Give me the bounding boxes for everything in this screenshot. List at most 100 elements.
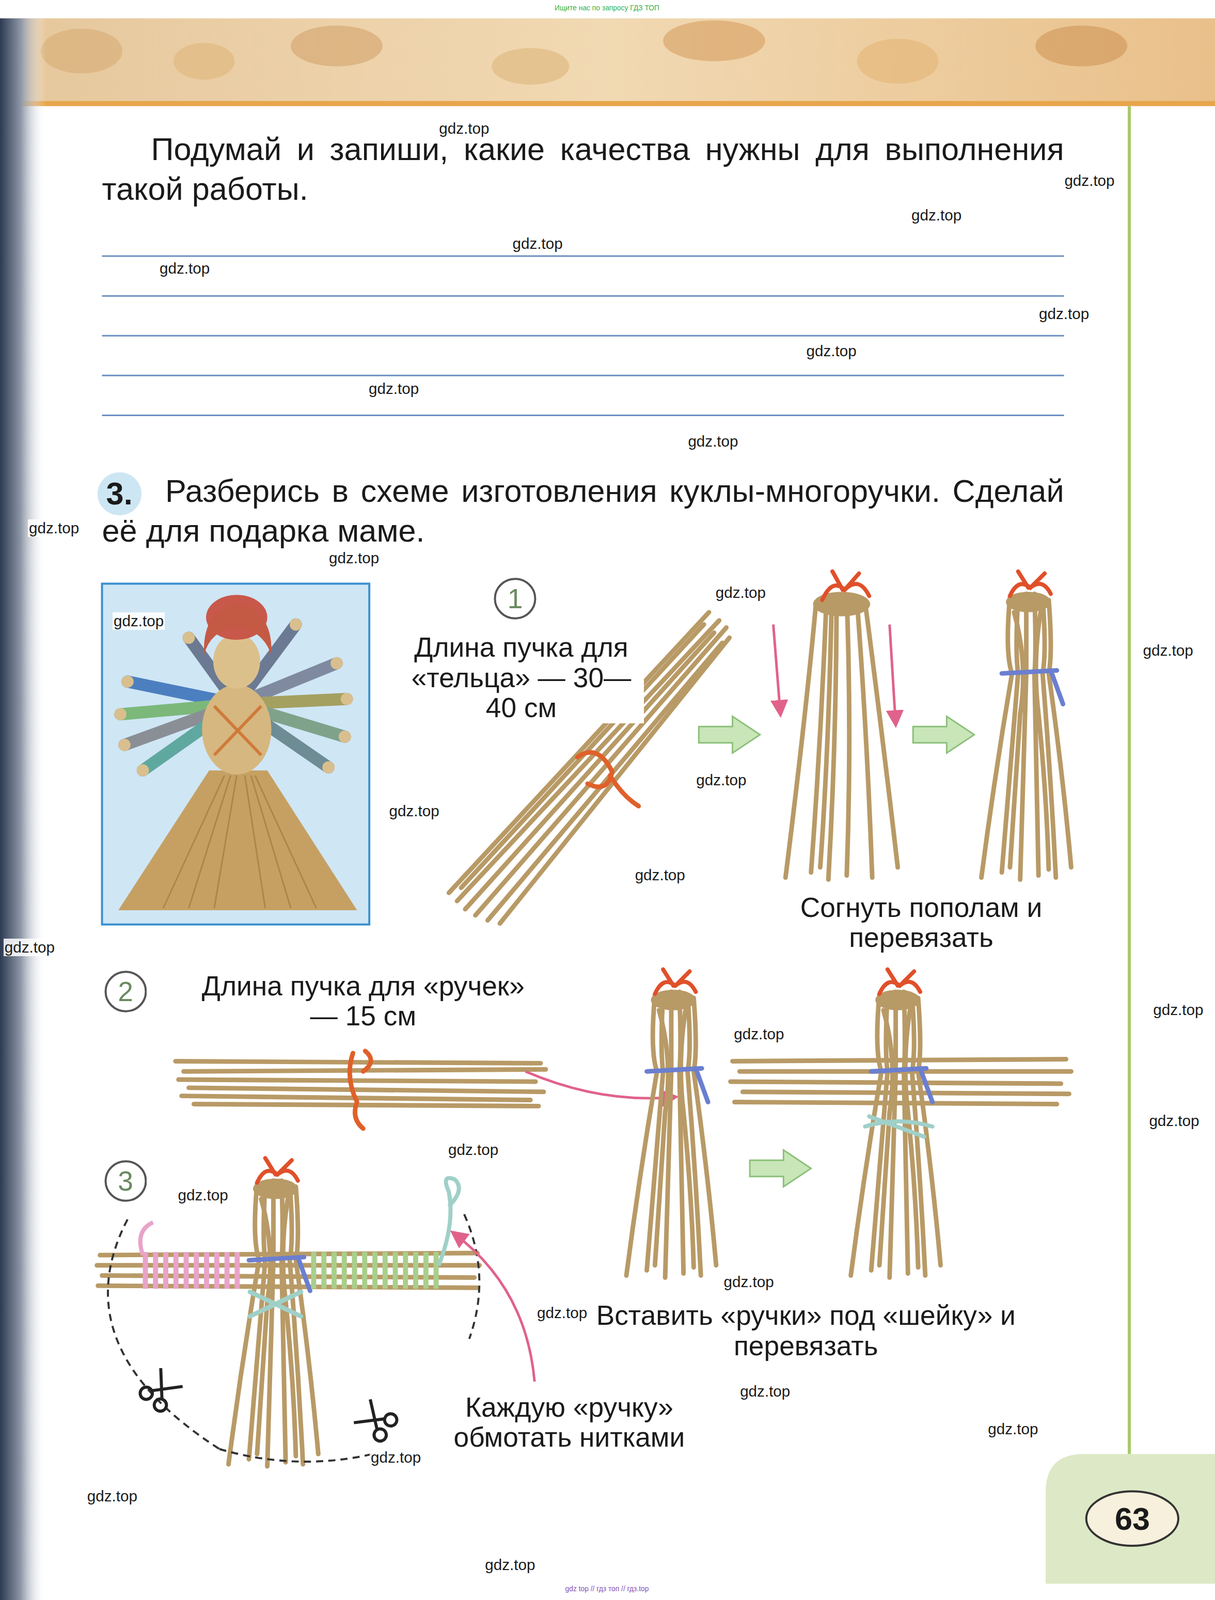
doll-scheme: [107, 1219, 220, 1450]
watermark: gdz.top: [738, 1382, 792, 1401]
doll-scheme: [143, 1252, 241, 1289]
watermark: gdz.top: [1142, 641, 1195, 660]
margin-rule: [1045, 1454, 1215, 1584]
straw-bundle: [188, 1087, 544, 1093]
doll-photo: [322, 761, 335, 774]
doll-photo: [289, 618, 303, 631]
task-number-shape: [97, 471, 141, 516]
doll-photo: [188, 775, 231, 909]
doll-photo: [102, 584, 370, 925]
doll-photo: [244, 775, 266, 909]
top-band: [0, 18, 1215, 103]
watermark: gdz.top: [714, 584, 767, 602]
watermark: gdz.top: [686, 432, 739, 451]
doll-photo: [102, 584, 370, 925]
watermark: gdz.top: [327, 549, 381, 567]
watermark: gdz.top: [367, 380, 420, 398]
top-band: [857, 38, 939, 84]
watermark: gdz.top: [511, 234, 564, 253]
task-number-text: 3.: [106, 475, 133, 512]
watermark: gdz.top: [695, 771, 748, 790]
watermark: gdz.top: [986, 1420, 1039, 1439]
straw-bundle: [819, 612, 832, 868]
writing-lines: [102, 414, 1065, 417]
step-number: 1: [493, 577, 537, 621]
page-edge: [0, 18, 46, 1600]
straw-bundle: [730, 1059, 1072, 1105]
watermark: gdz.top: [86, 1487, 139, 1506]
straw-bundle: [864, 1116, 933, 1138]
straw-bundle: [178, 1079, 536, 1082]
straw-bundle: [175, 1061, 541, 1064]
step-number: 2: [104, 970, 148, 1014]
watermark: gdz.top: [805, 342, 858, 360]
straw-bundle: [846, 596, 850, 876]
doll-scheme: [438, 1178, 460, 1266]
top-band: [0, 101, 1215, 107]
doll-photo: [338, 730, 352, 744]
scissors-icon: [137, 1367, 184, 1415]
straw-bundle: [785, 596, 898, 880]
step-caption: Вставить «ручки» под «шейку» и перевязат…: [591, 1300, 1021, 1362]
straw-bundle: [349, 1051, 371, 1129]
page-number-shape: [1086, 1491, 1179, 1546]
watermark: gdz.top: [483, 1556, 536, 1574]
step-caption: Длина пучка для «ручек» — 15 см: [189, 971, 537, 1032]
watermark: gdz.top: [732, 1025, 785, 1044]
writing-lines: [102, 255, 1065, 258]
doll-scheme: [140, 1222, 154, 1256]
scissors-icon: [151, 1396, 169, 1414]
step-caption: Каждую «ручку» обмотать нитками: [421, 1392, 718, 1454]
scissors-icon: [137, 1384, 155, 1402]
step-arrow: [749, 1149, 812, 1187]
straw-bundle: [626, 969, 717, 1278]
top-band: [663, 20, 766, 62]
doll-photo: [214, 706, 262, 756]
step-caption: Длина пучка для «тельца» — 30—40 см: [398, 632, 644, 724]
watermark: gdz.top: [27, 519, 81, 538]
top-band: [1035, 25, 1128, 67]
step-arrow: [698, 716, 761, 753]
writing-lines: [102, 335, 1065, 337]
doll-photo: [136, 764, 150, 777]
doll-photo: [213, 633, 261, 689]
watermark: gdz.top: [1152, 1001, 1205, 1019]
straw-bundle: [864, 602, 898, 868]
scissors-icon: [353, 1398, 400, 1444]
watermark: gdz.top: [535, 1304, 589, 1322]
site-note: Ищите нас по запросу ГДЗ ТОП: [553, 4, 661, 13]
doll-photo: [340, 692, 354, 706]
doll-photo: [114, 618, 353, 777]
straw-bundle: [850, 969, 941, 1278]
straw-bundle: [732, 1059, 1067, 1062]
doll-photo: [163, 775, 225, 909]
step-number-shape: [105, 971, 146, 1012]
watermark: gdz.top: [1037, 305, 1091, 323]
doll-photo: [182, 631, 196, 644]
watermark: gdz.top: [1147, 1112, 1201, 1130]
leader-arrow: [452, 1232, 535, 1382]
scissors-icon: [371, 1426, 389, 1444]
doll-scheme: [311, 1252, 439, 1289]
scissors-icon: [382, 1411, 400, 1429]
top-band: [40, 28, 123, 74]
writing-lines: [102, 374, 1065, 377]
straw-bundle: [175, 1051, 546, 1129]
doll-photo: [330, 657, 343, 670]
watermark: gdz.top: [634, 866, 687, 885]
doll-photo: [214, 775, 237, 909]
site-note: gdz top // гдз топ // гдз.top: [564, 1585, 651, 1594]
step-number-shape: [495, 579, 536, 619]
task-text: Разберись в схеме изготовления куклы-мно…: [102, 471, 1065, 551]
straw-bundle: [193, 1103, 539, 1107]
task-number: 3.: [96, 470, 144, 518]
doll-scheme: [228, 1158, 319, 1467]
straw-bundle: [822, 571, 870, 601]
task-text: Подумай и запиши, какие качества нужны д…: [102, 129, 1065, 210]
doll-photo: [250, 775, 291, 909]
page-number-text: 63: [1114, 1501, 1150, 1538]
watermark: gdz.top: [3, 938, 56, 957]
doll-photo: [121, 675, 134, 688]
doll-photo: [118, 738, 131, 752]
